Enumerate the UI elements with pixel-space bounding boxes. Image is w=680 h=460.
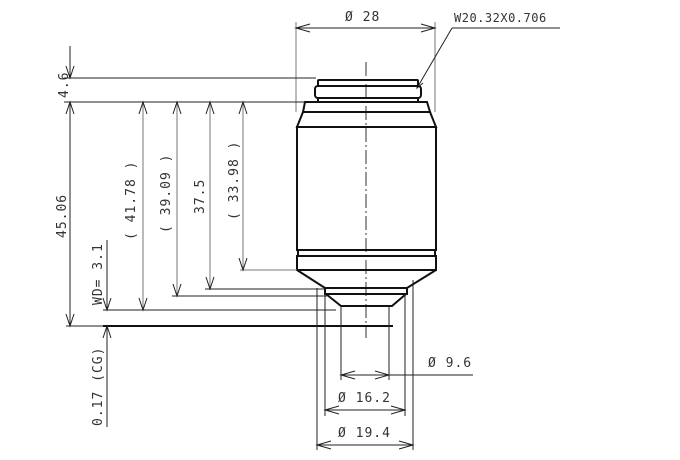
wd-label: WD= 3.1 bbox=[91, 243, 106, 305]
diameter-28-label: Ø 28 bbox=[345, 10, 380, 25]
diameter-9-6-label: Ø 9.6 bbox=[428, 356, 472, 371]
dim-33-98: ( 33.98 ) bbox=[227, 100, 248, 272]
dim-37-5: 37.5 bbox=[193, 100, 215, 291]
dim-diameter-16-2: Ø 16.2 bbox=[323, 391, 407, 415]
dim-working-distance: WD= 3.1 bbox=[91, 240, 112, 312]
dim-41-78: ( 41.78 ) bbox=[124, 100, 148, 312]
objective-body bbox=[295, 62, 438, 338]
diameter-28-dimension: Ø 28 bbox=[294, 10, 437, 112]
dim-45-06-label: 45.06 bbox=[55, 194, 70, 238]
dim-45-06: 45.06 bbox=[55, 194, 75, 328]
diameter-16-2-label: Ø 16.2 bbox=[338, 391, 391, 406]
thread-callout: W20.32X0.706 bbox=[416, 11, 560, 90]
dim-39-09: ( 39.09 ) bbox=[159, 100, 182, 298]
dim-diameter-19-4: Ø 19.4 bbox=[315, 426, 415, 450]
dim-39-09-label: ( 39.09 ) bbox=[159, 154, 174, 233]
dim-4-6-label: 4.6 bbox=[57, 72, 72, 98]
dim-cover-glass: 0.17 (CG) bbox=[91, 324, 112, 427]
bottom-extension-lines bbox=[316, 280, 414, 450]
cg-label: 0.17 (CG) bbox=[91, 347, 106, 426]
dim-37-5-label: 37.5 bbox=[193, 179, 208, 214]
thread-spec-label: W20.32X0.706 bbox=[454, 11, 547, 25]
diameter-19-4-label: Ø 19.4 bbox=[338, 426, 391, 441]
extension-lines bbox=[64, 77, 393, 327]
dim-41-78-label: ( 41.78 ) bbox=[124, 161, 139, 240]
dim-33-98-label: ( 33.98 ) bbox=[227, 141, 242, 220]
dim-diameter-9-6: Ø 9.6 bbox=[339, 356, 473, 380]
dim-4-6: 4.6 bbox=[57, 46, 75, 326]
